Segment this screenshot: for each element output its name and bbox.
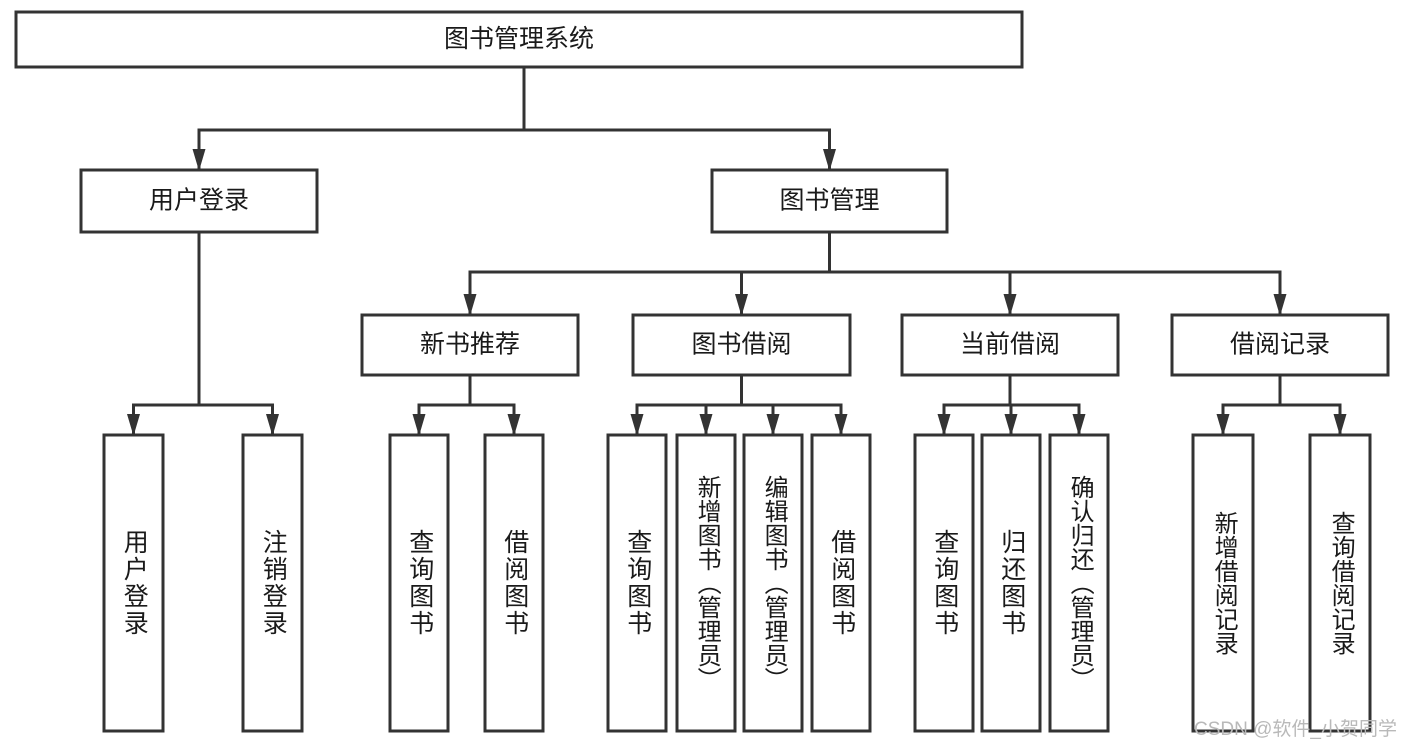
watermark-text: CSDN @软件_小贺同学 xyxy=(1194,719,1397,740)
node-box-rect xyxy=(360,313,580,377)
node-box-rect xyxy=(631,313,852,377)
arrow-head-icon xyxy=(937,414,951,436)
node-label: 用户登录 xyxy=(149,187,249,215)
node-box-rect xyxy=(810,433,872,733)
arrow-head-icon xyxy=(507,414,521,436)
node-leaf-0[interactable] xyxy=(102,433,165,733)
node-leaf-5[interactable] xyxy=(675,433,737,733)
node-box-rect xyxy=(102,433,165,733)
node-box-rect xyxy=(388,433,450,733)
node-box-rect xyxy=(1048,433,1110,733)
arrow-head-icon xyxy=(766,414,780,436)
node-box-rect xyxy=(1308,433,1372,733)
node-box-rect xyxy=(606,433,668,733)
node-leaf-8[interactable] xyxy=(913,433,975,733)
arrow-head-icon xyxy=(463,294,477,316)
node-box-rect xyxy=(1191,433,1255,733)
connectors-layer xyxy=(127,65,1347,436)
arrow-head-icon xyxy=(1003,294,1017,316)
node-leaf-1[interactable] xyxy=(241,433,304,733)
node-level3-0[interactable]: 新书推荐 xyxy=(360,313,580,377)
node-leaf-2[interactable] xyxy=(388,433,450,733)
arrow-head-icon xyxy=(1333,414,1347,436)
node-leaf-12[interactable] xyxy=(1308,433,1372,733)
node-leaf-9[interactable] xyxy=(980,433,1042,733)
arrow-head-icon xyxy=(834,414,848,436)
arrow-head-icon xyxy=(823,149,836,171)
node-box-rect xyxy=(1170,313,1390,377)
arrow-head-icon xyxy=(192,149,206,171)
node-box-rect xyxy=(79,168,319,234)
arrow-head-icon xyxy=(699,414,713,436)
node-label: 图书借阅 xyxy=(691,331,791,359)
node-level3-1[interactable]: 图书借阅 xyxy=(631,313,852,377)
arrow-head-icon xyxy=(412,414,426,436)
node-label: 当前借阅 xyxy=(960,331,1060,359)
arrow-head-icon xyxy=(127,414,140,436)
node-box-rect xyxy=(980,433,1042,733)
node-leaf-10[interactable] xyxy=(1048,433,1110,733)
node-level3-3[interactable]: 借阅记录 xyxy=(1170,313,1390,377)
arrow-head-icon xyxy=(735,294,748,316)
node-root-0[interactable]: 图书管理系统 xyxy=(14,10,1024,69)
node-level3-2[interactable]: 当前借阅 xyxy=(900,313,1120,377)
node-level2-1[interactable]: 图书管理 xyxy=(710,168,949,234)
node-box-rect xyxy=(913,433,975,733)
node-box-rect xyxy=(710,168,949,234)
arrow-head-icon xyxy=(1216,414,1230,436)
node-box-rect xyxy=(675,433,737,733)
arrow-head-icon xyxy=(1273,294,1287,316)
node-label: 新书推荐 xyxy=(420,331,520,359)
node-leaf-7[interactable] xyxy=(810,433,872,733)
node-label: 图书管理系统 xyxy=(444,25,594,53)
node-leaf-6[interactable] xyxy=(742,433,804,733)
node-box-rect xyxy=(742,433,804,733)
arrow-head-icon xyxy=(1004,414,1018,436)
arrow-head-icon xyxy=(630,414,644,436)
node-label: 借阅记录 xyxy=(1230,331,1330,359)
node-leaf-11[interactable] xyxy=(1191,433,1255,733)
arrow-head-icon xyxy=(266,414,279,436)
node-box-rect xyxy=(483,433,545,733)
node-box-rect xyxy=(900,313,1120,377)
node-label: 图书管理 xyxy=(779,187,879,215)
arrow-head-icon xyxy=(1072,414,1086,436)
node-level2-0[interactable]: 用户登录 xyxy=(79,168,319,234)
node-leaf-3[interactable] xyxy=(483,433,545,733)
node-box-rect xyxy=(14,10,1024,69)
node-leaf-4[interactable] xyxy=(606,433,668,733)
node-box-rect xyxy=(241,433,304,733)
